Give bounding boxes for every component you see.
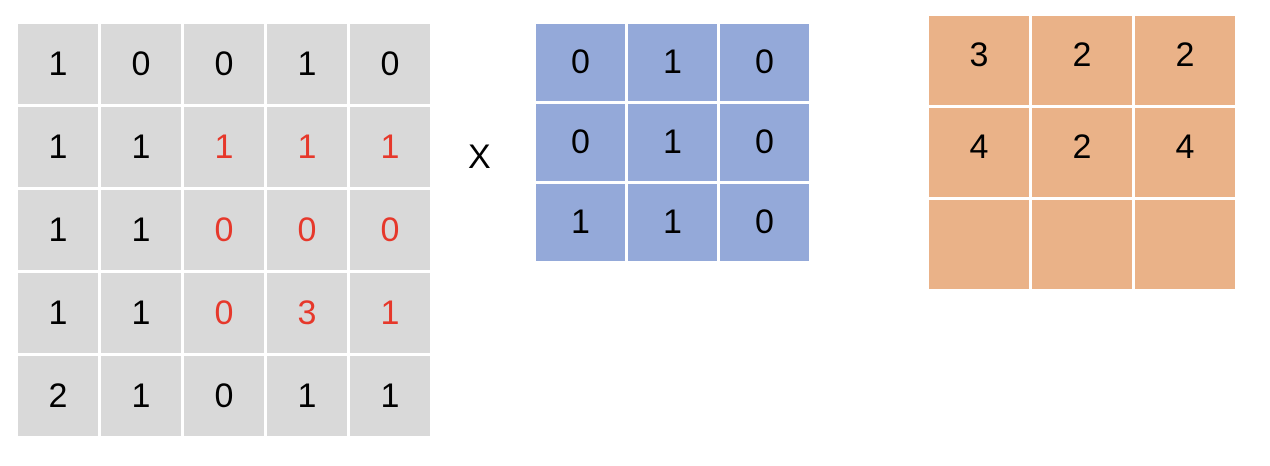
kernel-matrix-cell-r0-c0: 0	[536, 24, 625, 101]
kernel-matrix-cell-r1-c2: 0	[720, 104, 809, 181]
input-matrix-cell-r2-c3: 0	[267, 190, 347, 270]
output-matrix-cell-r0-c0: 3	[929, 16, 1029, 105]
input-matrix-cell-r0-c3: 1	[267, 24, 347, 104]
input-matrix-cell-r1-c4: 1	[350, 107, 430, 187]
input-matrix-cell-r3-c0: 1	[18, 273, 98, 353]
input-matrix-cell-r1-c3: 1	[267, 107, 347, 187]
input-matrix-cell-r4-c2: 0	[184, 356, 264, 436]
input-matrix-cell-r0-c1: 0	[101, 24, 181, 104]
multiply-operator: X	[468, 138, 491, 176]
output-matrix-cell-r0-c1: 2	[1032, 16, 1132, 105]
input-matrix-cell-r2-c4: 0	[350, 190, 430, 270]
output-matrix-cell-r2-c0	[929, 200, 1029, 289]
kernel-matrix-cell-r2-c0: 1	[536, 184, 625, 261]
output-matrix-cell-r0-c2: 2	[1135, 16, 1235, 105]
output-matrix-cell-r1-c1: 2	[1032, 108, 1132, 197]
kernel-matrix-cell-r0-c1: 1	[628, 24, 717, 101]
output-matrix-cell-r1-c2: 4	[1135, 108, 1235, 197]
input-matrix-cell-r0-c2: 0	[184, 24, 264, 104]
input-matrix-cell-r4-c1: 1	[101, 356, 181, 436]
input-matrix-cell-r2-c2: 0	[184, 190, 264, 270]
output-matrix-cell-r1-c0: 4	[929, 108, 1029, 197]
output-matrix-cell-r2-c1	[1032, 200, 1132, 289]
input-matrix-cell-r2-c1: 1	[101, 190, 181, 270]
kernel-matrix-cell-r0-c2: 0	[720, 24, 809, 101]
input-matrix-cell-r2-c0: 1	[18, 190, 98, 270]
input-matrix-cell-r1-c1: 1	[101, 107, 181, 187]
kernel-matrix-cell-r2-c2: 0	[720, 184, 809, 261]
input-matrix-cell-r3-c2: 0	[184, 273, 264, 353]
kernel-matrix-cell-r2-c1: 1	[628, 184, 717, 261]
input-matrix-cell-r3-c3: 3	[267, 273, 347, 353]
kernel-matrix-cell-r1-c0: 0	[536, 104, 625, 181]
input-matrix-cell-r4-c4: 1	[350, 356, 430, 436]
kernel-matrix-cell-r1-c1: 1	[628, 104, 717, 181]
input-matrix-cell-r4-c0: 2	[18, 356, 98, 436]
input-matrix-cell-r3-c1: 1	[101, 273, 181, 353]
input-matrix-cell-r0-c0: 1	[18, 24, 98, 104]
input-matrix-cell-r1-c0: 1	[18, 107, 98, 187]
input-matrix-cell-r1-c2: 1	[184, 107, 264, 187]
output-matrix-cell-r2-c2	[1135, 200, 1235, 289]
input-matrix-cell-r3-c4: 1	[350, 273, 430, 353]
input-matrix-cell-r4-c3: 1	[267, 356, 347, 436]
input-matrix-cell-r0-c4: 0	[350, 24, 430, 104]
